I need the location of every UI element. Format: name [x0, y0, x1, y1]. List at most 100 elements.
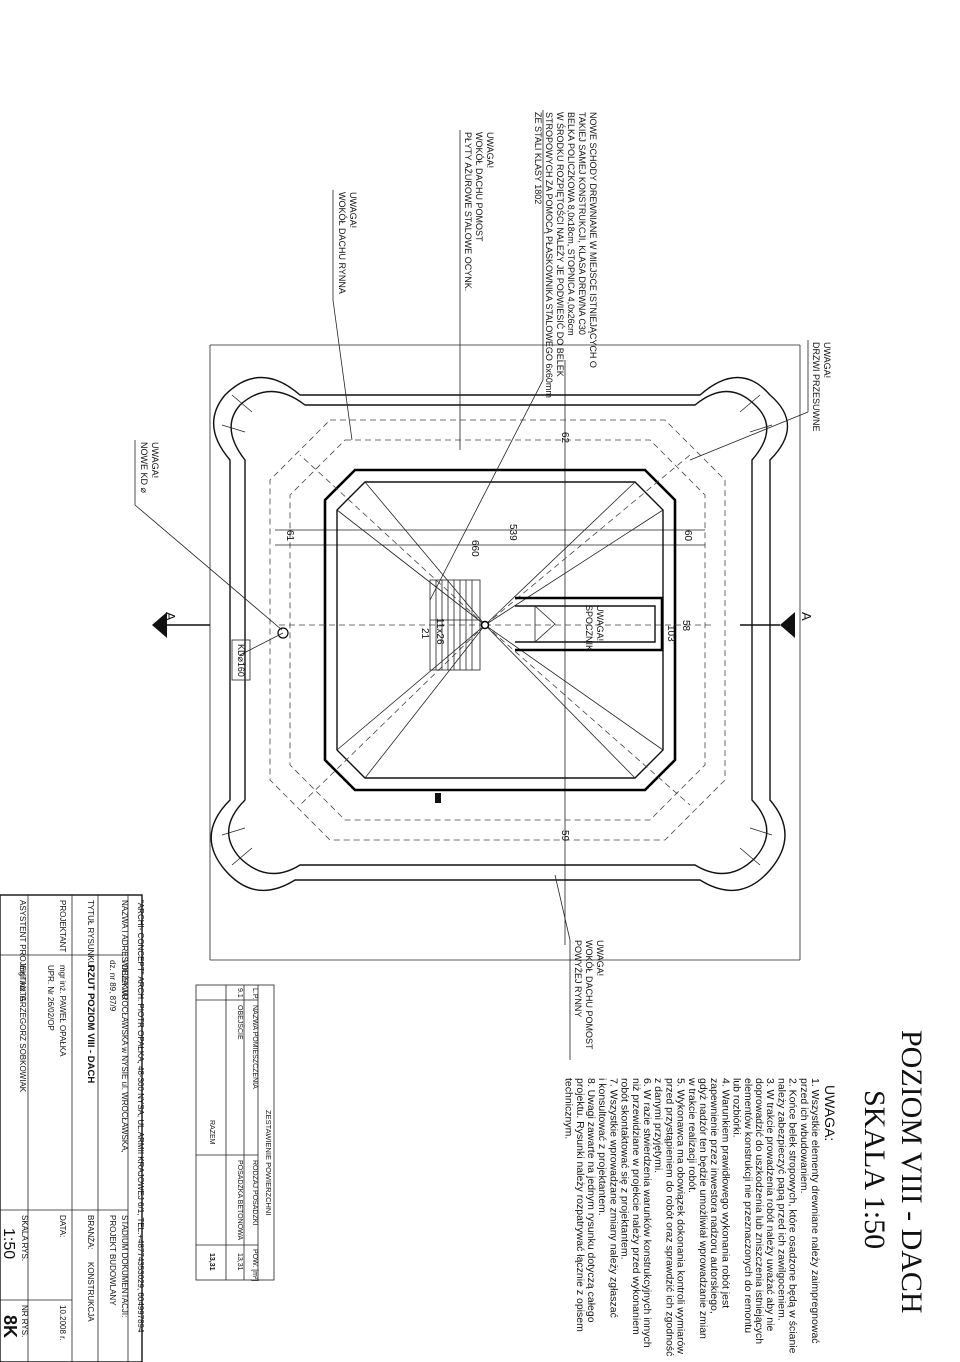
title-line-2: SKALA 1:50 — [858, 1090, 891, 1249]
table-total-value: 13,31 — [208, 1253, 215, 1271]
note-line: lub rozbiórki. — [731, 1078, 743, 1138]
svg-text:UWAGA!: UWAGA! — [822, 342, 832, 378]
note-line: przed ich wbudowaniem. — [798, 1078, 810, 1194]
svg-text:A: A — [799, 612, 814, 621]
annotation-walkway-above-gutter: UWAGA! WOKÓŁ DACHU POMOST POWYŻEJ RYNNY — [554, 874, 605, 1060]
roof-plan: A A 62 61 539 660 60 58 103 59 11x26 21 … — [152, 344, 814, 961]
annotation-landing: UWAGA! SPOCZNIK — [584, 605, 605, 651]
tb-object-label: NAZWA I ADRES OBIEKTU — [120, 900, 129, 1000]
table-header-name: NAZWA POMIESZCZENIA — [251, 1005, 258, 1089]
tb-drawing-label: TYTUŁ RYSUNKU — [86, 900, 95, 967]
svg-text:ZE STALI KLASY 1802: ZE STALI KLASY 1802 — [533, 112, 543, 204]
note-line: doprowadzić do uszkodzenia lub zniszczen… — [753, 1078, 765, 1344]
note-line: niż przewidziane w projekcie należy prze… — [630, 1078, 642, 1335]
table-row-name: OBEJŚCIE — [236, 1005, 245, 1040]
tb-number-value: 8K — [0, 1315, 20, 1338]
table-row-floor: POSADZKA BETONOWA — [236, 1160, 243, 1240]
tb-scale-value: 1:50 — [0, 1228, 17, 1259]
tb-assistant-value: mgr inż. GRZEGORZ SOBKOWIAK — [18, 965, 27, 1093]
stairs-count: 21 — [419, 628, 430, 640]
annotation-gutter: UWAGA! WOKÓŁ DACHU RYNNA — [332, 190, 358, 441]
svg-text:SPOCZNIK: SPOCZNIK — [584, 605, 594, 651]
svg-text:UWAGA!: UWAGA! — [595, 940, 605, 976]
tb-branch-label: BRANŻA: — [86, 1215, 95, 1250]
note-line: 5. Wykonawca ma obowiązek dokonania kont… — [675, 1078, 687, 1354]
kd-tag: KD⌀160 — [236, 644, 246, 677]
note-line: 3. W trakcie prowadzenia robót należy uw… — [764, 1078, 776, 1331]
section-mark-left: A — [152, 612, 210, 638]
tb-number-label: NR RYS. — [20, 1305, 29, 1337]
svg-text:UWAGA!: UWAGA! — [348, 192, 358, 228]
annotation-stairs: NOWE SCHODY DREWNIANE W MIEJSCE ISTNIEJĄ… — [429, 110, 598, 601]
table-row-lp: 9.1 — [236, 988, 243, 998]
summary-table: ZESTAWIENIE POWIERZCHNI L.P. NAZWA POMIE… — [195, 984, 275, 1281]
svg-text:PŁYTY AŻUROWE STALOWE OCYNK.: PŁYTY AŻUROWE STALOWE OCYNK. — [463, 132, 473, 291]
svg-text:W ŚRODKU ROZPIĘTOŚCI NALEŻY JE: W ŚRODKU ROZPIĘTOŚCI NALEŻY JE PODWIESIĆ… — [555, 112, 566, 377]
table-total-label: RAZEM — [208, 1120, 215, 1145]
tb-object-value2: dz. nr 89, 87/9 — [108, 960, 117, 1012]
tb-date-value: 10.2008 r. — [58, 1305, 67, 1341]
svg-text:NOWE SCHODY DREWNIANE W MIEJSC: NOWE SCHODY DREWNIANE W MIEJSCE ISTNIEJĄ… — [588, 112, 598, 368]
dim-58: 58 — [680, 620, 691, 632]
dim-660: 660 — [469, 540, 480, 557]
svg-text:WOKÓŁ DACHU RYNNA: WOKÓŁ DACHU RYNNA — [337, 192, 347, 294]
svg-text:TAKIEJ SAMEJ KONSTRUKCJI, KLAS: TAKIEJ SAMEJ KONSTRUKCJI, KLASA DREWNA C… — [577, 112, 587, 335]
tb-stage-value: PROJEKT BUDOWLANY — [108, 1215, 117, 1306]
note-line: gdyż nadzór ten będzie umożliwiał wprowa… — [697, 1078, 709, 1339]
svg-text:POWYŻEJ RYNNY: POWYŻEJ RYNNY — [573, 940, 583, 1017]
svg-text:UWAGA!: UWAGA! — [595, 605, 605, 641]
svg-text:WOKÓŁ DACHU POMOST: WOKÓŁ DACHU POMOST — [474, 132, 484, 242]
note-line: 4. Warunkiem prawidłowego wykonania robó… — [719, 1078, 731, 1308]
dim-103: 103 — [665, 625, 676, 642]
annotation-sliding-door: UWAGA! DRZWI PRZESUWNE — [689, 340, 832, 461]
note-line: technicznym. — [563, 1078, 575, 1139]
svg-text:WOKÓŁ DACHU POMOST: WOKÓŁ DACHU POMOST — [584, 940, 594, 1050]
note-line: 6. W razie stwierdzenia warunków konstru… — [641, 1078, 653, 1348]
tb-stage-label: STADIUM DOKUMENTACJI: — [120, 1215, 129, 1317]
table-header-area: POW. [m²] — [251, 1249, 258, 1281]
table-row-area: 13,31 — [236, 1253, 243, 1271]
dim-60: 60 — [682, 530, 693, 542]
annotation-walkway-plates: UWAGA! WOKÓŁ DACHU POMOST PŁYTY AŻUROWE … — [459, 130, 495, 450]
note-line: przed przystąpieniem do robót oraz spraw… — [663, 1078, 675, 1356]
svg-text:NOWE KD ⌀: NOWE KD ⌀ — [139, 442, 149, 494]
notes-block: UWAGA: 1. Wszystkie elementy drewniane n… — [563, 1077, 838, 1356]
svg-text:DRZWI PRZESUWNE: DRZWI PRZESUWNE — [811, 342, 821, 432]
dim-62: 62 — [559, 432, 570, 444]
note-line: zapewnienie przez inwestora nadzoru auto… — [708, 1078, 720, 1314]
note-line: w trakcie realizacji robót. — [686, 1077, 698, 1193]
svg-text:UWAGA!: UWAGA! — [150, 442, 160, 478]
svg-text:STROPOWYCH ZA POMOCĄ PŁASKOWNI: STROPOWYCH ZA POMOCĄ PŁASKOWNIKA STALOWE… — [544, 112, 554, 398]
note-line: projektu. Rysunki należy rozpatrywać łąc… — [574, 1078, 586, 1332]
table-header-lp: L.P. — [251, 988, 258, 1000]
table-header-floor: RODZAJ POSADZKI — [251, 1160, 258, 1225]
dim-61: 61 — [284, 530, 295, 542]
notes-title: UWAGA: — [822, 1085, 838, 1141]
tb-drawing-value: RZUT POZIOM VIII - DACH — [85, 965, 96, 1083]
note-line: 1. Wszystkie elementy drewniane należy z… — [809, 1078, 821, 1344]
title-line-1: POZIOM VIII - DACH — [895, 1030, 928, 1314]
tb-assistant-label: ASYSTENT PROJEKTANTA — [18, 900, 27, 1002]
tb-object-value: WIEŻA WROCŁAWSKA w NYSIE ul. WROCŁAWSKA, — [120, 960, 129, 1153]
dim-539: 539 — [507, 524, 518, 541]
svg-text:BELKA POLICZKOWA 8,0x18cm, STO: BELKA POLICZKOWA 8,0x18cm, STOPNICA 4,0x… — [566, 112, 576, 336]
dim-59: 59 — [559, 830, 570, 842]
tb-scale-label: SKALA RYS. — [20, 1215, 29, 1261]
note-line: z danymi przyjętymi. — [652, 1078, 664, 1173]
table-title: ZESTAWIENIE POWIERZCHNI — [264, 1110, 273, 1215]
drawing-title: POZIOM VIII - DACH SKALA 1:50 — [858, 1030, 928, 1314]
tb-designer-label: PROJEKTANT — [58, 900, 67, 952]
tb-firm: "ARCHI- CONCEPT" ARCH. PIOTR OPAŁKA, 48-… — [136, 900, 145, 1333]
note-line: należy zabezpieczyć papą przed ich zawil… — [775, 1078, 787, 1321]
svg-text:UWAGA!: UWAGA! — [485, 132, 495, 168]
note-line: i konsultować z projektantem. — [596, 1078, 608, 1216]
section-mark-right: A — [740, 612, 814, 638]
note-line: robót skontaktować się z projektantem. — [619, 1078, 631, 1260]
title-block: "ARCHI- CONCEPT" ARCH. PIOTR OPAŁKA, 48-… — [0, 894, 145, 1362]
note-line: elementów konstrukcji nie przeznaczonych… — [742, 1078, 754, 1333]
annotation-downpipe: UWAGA! NOWE KD ⌀ — [134, 440, 283, 631]
tb-designer-value2: UPR. Nr 26/02/OP — [46, 965, 55, 1031]
stairs-spec: 11x26 — [434, 618, 445, 645]
tb-designer-value: mgr inż. PAWEŁ OPAŁKA — [58, 965, 67, 1057]
